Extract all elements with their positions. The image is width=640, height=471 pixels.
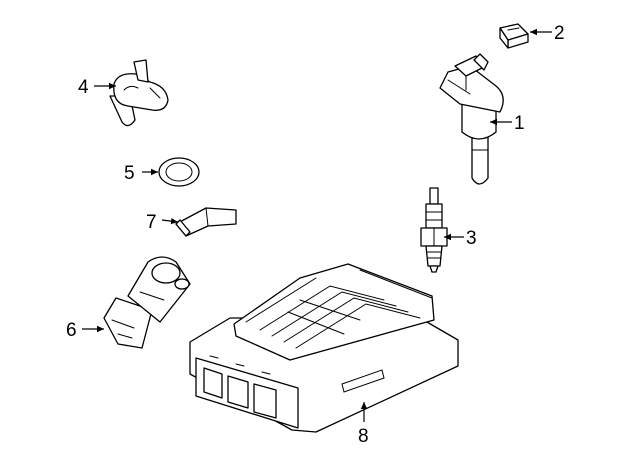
part-7-connector[interactable] (176, 208, 236, 236)
callout-3: 3 (466, 228, 477, 249)
callout-4: 4 (78, 77, 89, 98)
part-1-ignition-coil[interactable] (440, 54, 503, 184)
part-4-camshaft-sensor[interactable] (110, 60, 168, 126)
callout-5: 5 (124, 163, 135, 184)
callout-1: 1 (514, 113, 525, 134)
leader-7 (162, 220, 178, 222)
part-3-spark-plug[interactable] (421, 188, 447, 272)
callout-8: 8 (358, 426, 369, 447)
part-6-crankshaft-sensor[interactable] (104, 257, 190, 348)
callout-7: 7 (146, 212, 157, 233)
part-8-engine-control-module[interactable] (190, 264, 458, 432)
callout-2: 2 (554, 23, 565, 44)
part-2-clip[interactable] (500, 24, 528, 48)
callout-6: 6 (66, 320, 77, 341)
part-5-seal-ring[interactable] (159, 158, 199, 186)
